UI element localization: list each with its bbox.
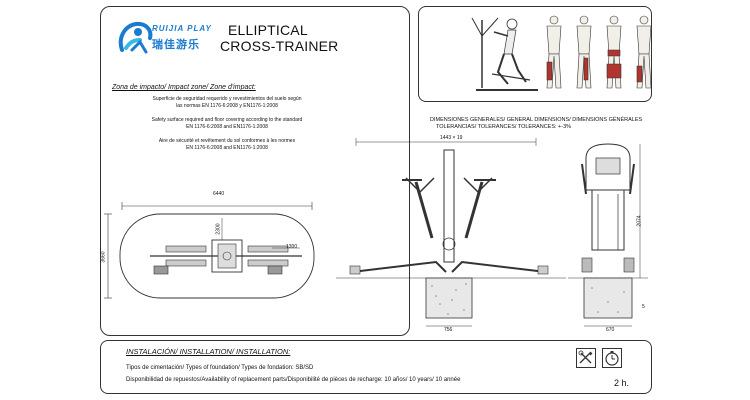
company-logo: RUIJIA PLAY 瑞佳游乐 (116, 20, 216, 56)
front-view-drawing (336, 138, 566, 327)
drawing-sheet: RUIJIA PLAY 瑞佳游乐 ELLIPTICAL CROSS-TRAINE… (98, 4, 654, 396)
side-view-drawing (568, 143, 648, 327)
tools-icon-box (576, 348, 596, 368)
general-dimensions-line2: TOLERANCIAS/ TOLERANCES/ TOLERANCES: +-3… (436, 124, 572, 130)
installation-heading: INSTALACIÓN/ INSTALLATION/ INSTALLATION: (126, 347, 291, 356)
side-small-dim: 5 (642, 304, 645, 310)
front-top-dim: 1443 × 19 (440, 135, 463, 141)
tools-icon (578, 350, 593, 364)
product-title-line1: ELLIPTICAL (228, 22, 308, 38)
impact-zone-en-line1: Safety surface required and floor coveri… (151, 117, 303, 123)
logo-brand-english: RUIJIA PLAY (152, 24, 212, 33)
impact-zone-fr-line1: Aire de sécurité et revêtement du sol co… (158, 138, 296, 144)
side-height-dim: 2074 (636, 215, 643, 227)
stopwatch-icon (605, 351, 619, 366)
logo-brand-chinese: 瑞佳游乐 (152, 39, 200, 51)
front-base-dim: 756 (444, 327, 453, 333)
plan-height-dim: 3660 (100, 251, 107, 263)
impact-zone-fr-line2: EN 1176-6:2008 and EN1176-1:2008 (186, 145, 268, 151)
installation-time: 2 h. (614, 378, 630, 388)
stopwatch-icon-box (602, 348, 622, 368)
plan-inner-dim-a: 2300 (215, 223, 222, 235)
plan-width-dim: 6440 (213, 191, 225, 197)
impact-zone-es-line1: Superficie de seguridad requerido y reve… (152, 96, 302, 102)
muscle-figures-illustration (546, 15, 652, 89)
impact-zone-heading: Zona de impacto/ Impact zone/ Zone d'imp… (112, 84, 256, 91)
installation-spare-parts-text: Disponibilidad de repuestos/Availability… (126, 377, 461, 383)
user-on-trainer-illustration (471, 17, 538, 91)
logo-mark-icon (118, 21, 153, 54)
plan-view-drawing (104, 202, 315, 299)
installation-panel (100, 340, 652, 394)
product-title-line2: CROSS-TRAINER (220, 38, 339, 54)
impact-zone-text: Superficie de seguridad requerido y reve… (142, 96, 312, 152)
installation-foundation-text: Tipos de cimentación/ Types of foundatio… (126, 365, 314, 371)
side-base-dim: 670 (606, 327, 615, 333)
plan-inner-dim-b: 1300 (286, 244, 298, 250)
impact-zone-es-line2: las normas EN 1176-6:2008 y EN1176-1:200… (176, 103, 278, 109)
title-block-frame (100, 6, 410, 336)
general-dimensions-line1: DIMENSIONES GENERALES/ GENERAL DIMENSION… (430, 117, 643, 123)
muscle-illustration-panel (418, 6, 652, 102)
impact-zone-en-line2: EN 1176-6:2008 and EN1176-1:2008 (186, 124, 268, 130)
